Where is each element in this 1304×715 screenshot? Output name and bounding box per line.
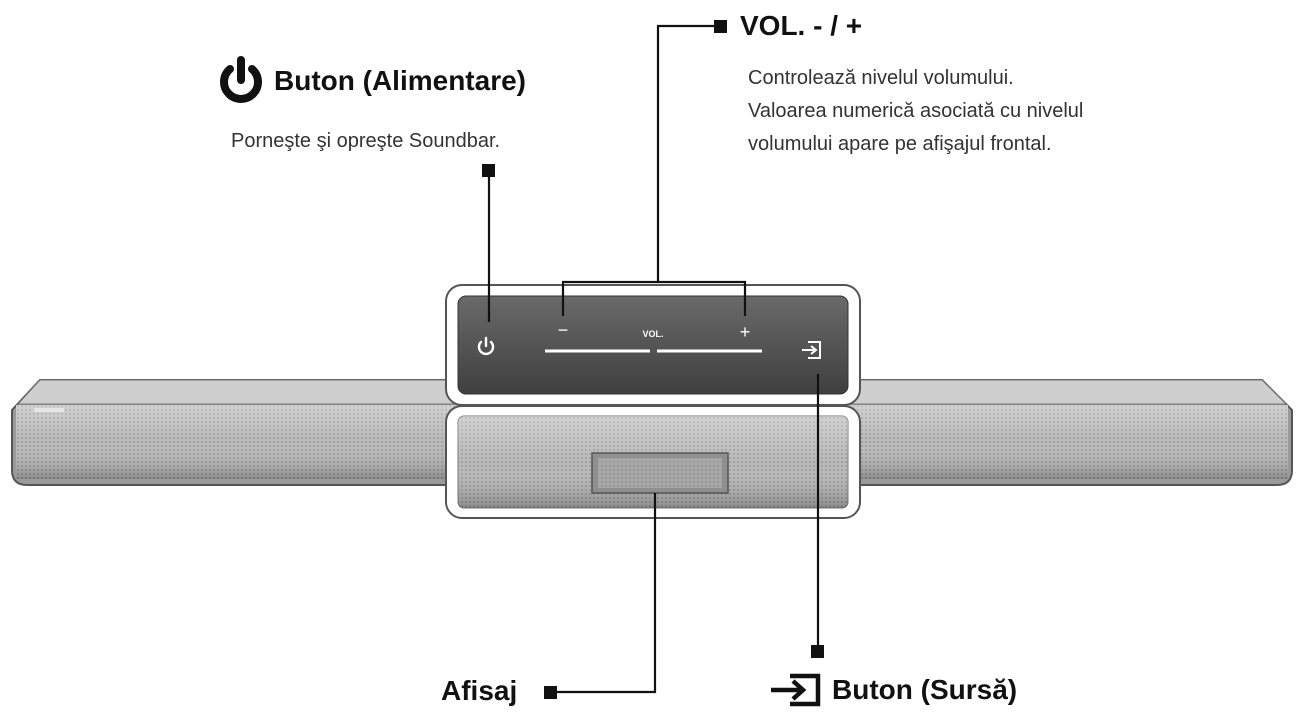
power-description: Porneşte şi opreşte Soundbar.: [231, 130, 501, 152]
power-icon: [220, 56, 262, 103]
source-input-icon: [771, 673, 821, 707]
volume-plus-button[interactable]: +: [740, 322, 751, 342]
power-button[interactable]: [477, 336, 495, 356]
power-title: Buton (Alimentare): [274, 65, 526, 96]
volume-title: VOL. - / +: [740, 10, 863, 41]
volume-description-line: Controlează nivelul volumului.: [748, 67, 1014, 89]
callout-lines: [487, 24, 820, 694]
source-input-icon: [802, 341, 821, 359]
source-title: Buton (Sursă): [832, 674, 1018, 705]
power-icon: [477, 336, 495, 356]
volume-description: Controlează nivelul volumului. Valoarea …: [748, 62, 1083, 161]
power-callout: Buton (Alimentare): [216, 56, 526, 106]
display-title: Afisaj: [441, 675, 518, 706]
control-module: [445, 284, 861, 519]
callout-markers: [482, 20, 824, 699]
source-button[interactable]: [802, 341, 821, 359]
volume-minus-button[interactable]: −: [558, 320, 569, 340]
brand-logo: [34, 408, 64, 412]
volume-description-line: volumului apare pe afişajul frontal.: [748, 133, 1052, 155]
source-callout: Buton (Sursă): [768, 672, 1017, 708]
volume-description-line: Valoarea numerică asociată cu nivelul: [748, 100, 1084, 122]
volume-label: VOL.: [642, 329, 663, 339]
